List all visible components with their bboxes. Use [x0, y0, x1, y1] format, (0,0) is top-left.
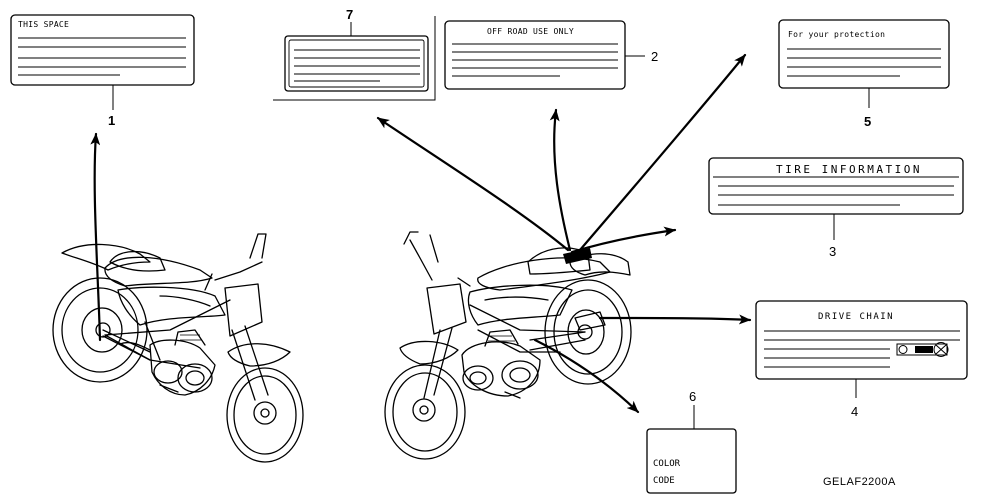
label-1-title: THIS SPACE: [18, 20, 69, 29]
callout-2: 2: [651, 49, 658, 64]
label-6-color-code[interactable]: COLOR CODE: [646, 428, 737, 494]
motorcycle-left-side-view: [384, 231, 632, 460]
label-1-this-space[interactable]: THIS SPACE: [10, 14, 195, 86]
label-6-code: CODE: [653, 476, 675, 486]
callout-4: 4: [851, 404, 858, 419]
label-2-title: OFF ROAD USE ONLY: [487, 27, 574, 36]
leader-arrows: [90, 53, 752, 414]
callout-1: 1: [108, 113, 115, 128]
label-5-title: For your protection: [788, 30, 885, 39]
callout-7: 7: [346, 7, 353, 22]
label-5-for-your-protection[interactable]: For your protection: [778, 19, 950, 89]
label-2-off-road-use-only[interactable]: OFF ROAD USE ONLY: [444, 20, 626, 90]
chain-adjuster-icon: [896, 342, 949, 357]
label-7-warning-plate[interactable]: [273, 16, 436, 101]
label-4-drive-chain[interactable]: DRIVE CHAIN: [755, 300, 968, 380]
motorcycle-right-side-view: [52, 233, 304, 463]
callout-6: 6: [689, 389, 696, 404]
callout-5: 5: [864, 114, 871, 129]
label-4-title: DRIVE CHAIN: [818, 312, 894, 322]
diagram-code: GELAF2200A: [823, 476, 896, 488]
label-3-title: TIRE INFORMATION: [776, 163, 922, 176]
callout-3: 3: [829, 244, 836, 259]
label-6-color: COLOR: [653, 459, 681, 469]
label-3-tire-information[interactable]: TIRE INFORMATION: [708, 157, 964, 215]
